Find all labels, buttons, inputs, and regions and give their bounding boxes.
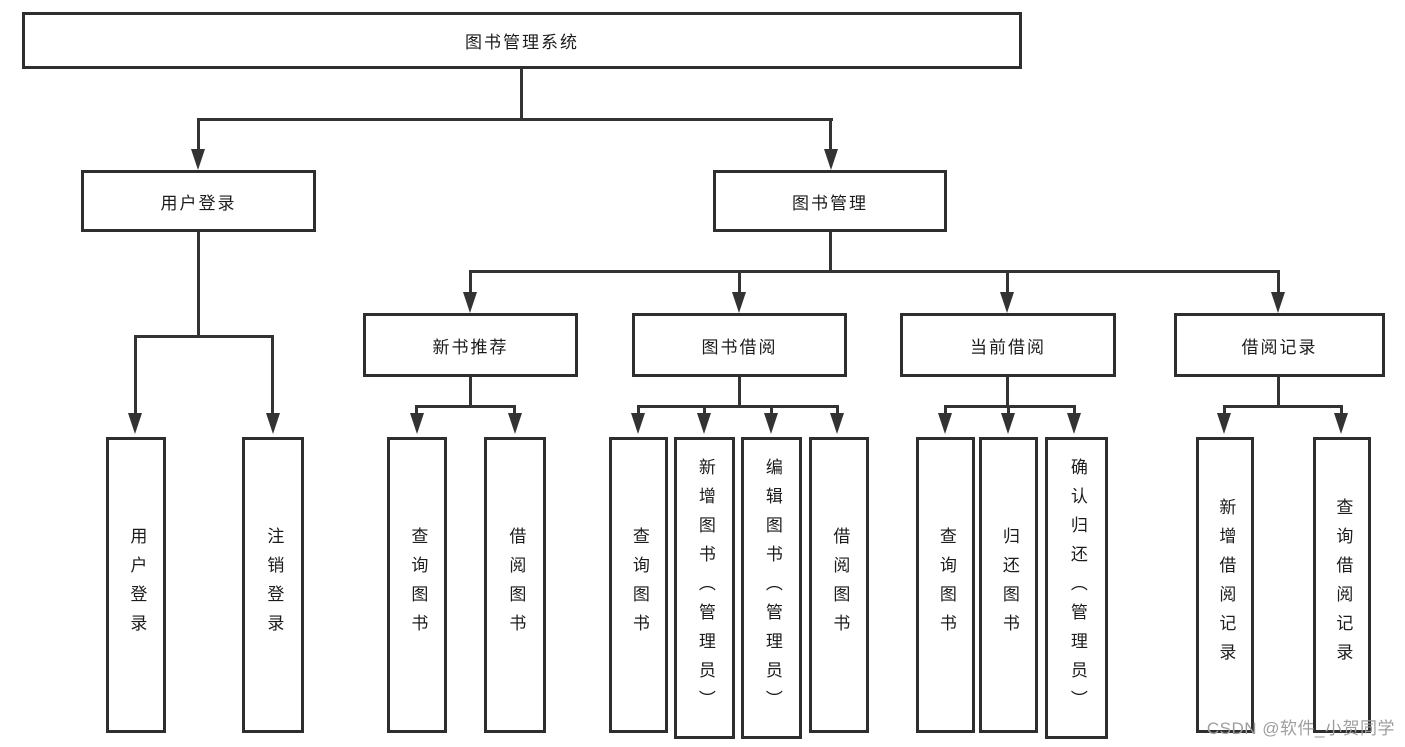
leaf-query-books-recommend-label: 查询图书 [408, 527, 428, 643]
leaf-add-book-admin-label: 新增图书（管理员） [695, 457, 715, 719]
connector-userlogin-stem [197, 232, 200, 335]
leaf-return-books-label: 归还图书 [999, 527, 1019, 643]
connector-currentborrow-bar [944, 405, 1076, 408]
arrow-down-icon [697, 413, 711, 434]
leaf-edit-book-admin: 编辑图书（管理员） [741, 437, 802, 739]
node-borrowing-records: 借阅记录 [1174, 313, 1385, 377]
connector-bookmgmt-stub-3 [1006, 270, 1009, 295]
node-library-system: 图书管理系统 [22, 12, 1022, 69]
leaf-add-borrow-record: 新增借阅记录 [1196, 437, 1254, 733]
leaf-user-login-label: 用户登录 [127, 527, 147, 643]
connector-root-stem [520, 69, 523, 118]
leaf-query-books-recommend: 查询图书 [387, 437, 447, 733]
connector-borrowrecord-stub-2 [1340, 405, 1343, 416]
node-borrowing-records-label: 借阅记录 [1241, 337, 1318, 357]
arrow-down-icon [508, 413, 522, 434]
connector-bookborrow-stub-3 [770, 405, 773, 416]
leaf-add-book-admin: 新增图书（管理员） [674, 437, 735, 739]
node-new-book-recommend: 新书推荐 [363, 313, 578, 377]
connector-newbook-stem [469, 377, 472, 405]
connector-newbook-stub-2 [513, 405, 516, 416]
leaf-borrow-books-recommend: 借阅图书 [484, 437, 546, 733]
connector-borrowrecord-stem [1277, 377, 1280, 405]
connector-borrowrecord-stub-1 [1223, 405, 1226, 416]
connector-newbook-stub-1 [415, 405, 418, 416]
leaf-user-login: 用户登录 [106, 437, 166, 733]
leaf-query-borrow-record: 查询借阅记录 [1313, 437, 1371, 733]
arrow-down-icon [1067, 413, 1081, 434]
arrow-down-icon [732, 292, 746, 313]
leaf-logout: 注销登录 [242, 437, 304, 733]
connector-currentborrow-stem [1006, 377, 1009, 405]
connector-bookmgmt-stub-1 [469, 270, 472, 295]
connector-newbook-bar [416, 405, 516, 408]
arrow-down-icon [1217, 413, 1231, 434]
connector-currentborrow-stub-2 [1007, 405, 1010, 416]
connector-bookmgmt-stub-4 [1277, 270, 1280, 295]
arrow-down-icon [1271, 292, 1285, 313]
arrow-down-icon [764, 413, 778, 434]
connector-userlogin-bar [135, 335, 274, 338]
connector-root-stub-left [197, 118, 200, 150]
connector-bookborrow-bar [637, 405, 839, 408]
connector-root-stub-right [829, 118, 832, 150]
arrow-down-icon [830, 413, 844, 434]
arrow-down-icon [824, 149, 838, 170]
connector-userlogin-stub-1 [134, 335, 137, 415]
node-book-management: 图书管理 [713, 170, 947, 232]
leaf-confirm-return-admin: 确认归还（管理员） [1045, 437, 1108, 739]
node-book-management-label: 图书管理 [792, 193, 868, 213]
leaf-query-books-borrowing-label: 查询图书 [629, 527, 649, 643]
connector-bookmgmt-bar [469, 270, 1280, 273]
leaf-logout-label: 注销登录 [264, 527, 284, 643]
node-book-borrowing-label: 图书借阅 [701, 337, 778, 357]
leaf-add-borrow-record-label: 新增借阅记录 [1216, 498, 1236, 672]
connector-bookborrow-stub-2 [703, 405, 706, 416]
node-new-book-recommend-label: 新书推荐 [432, 337, 509, 357]
node-user-login-label: 用户登录 [160, 193, 237, 213]
arrow-down-icon [1000, 292, 1014, 313]
arrow-down-icon [938, 413, 952, 434]
node-current-borrowing-label: 当前借阅 [970, 337, 1046, 357]
node-current-borrowing: 当前借阅 [900, 313, 1116, 377]
arrow-down-icon [1001, 413, 1015, 434]
connector-userlogin-stub-2 [271, 335, 274, 415]
csdn-watermark: CSDN @软件_小贺同学 [1206, 719, 1395, 738]
leaf-borrow-books-borrowing-label: 借阅图书 [830, 527, 850, 643]
connector-bookborrow-stub-4 [836, 405, 839, 416]
arrow-down-icon [410, 413, 424, 434]
arrow-down-icon [631, 413, 645, 434]
leaf-confirm-return-admin-label: 确认归还（管理员） [1067, 457, 1087, 719]
leaf-query-borrow-record-label: 查询借阅记录 [1333, 498, 1353, 672]
leaf-borrow-books-borrowing: 借阅图书 [809, 437, 869, 733]
connector-borrowrecord-bar [1223, 405, 1343, 408]
connector-root-bar [197, 118, 833, 121]
arrow-down-icon [191, 149, 205, 170]
arrow-down-icon [266, 413, 280, 434]
node-user-login: 用户登录 [81, 170, 316, 232]
connector-bookborrow-stub-1 [637, 405, 640, 416]
connector-currentborrow-stub-3 [1073, 405, 1076, 416]
leaf-query-books-current-label: 查询图书 [936, 527, 956, 643]
connector-bookborrow-stem [738, 377, 741, 405]
leaf-query-books-borrowing: 查询图书 [609, 437, 668, 733]
connector-bookmgmt-stub-2 [738, 270, 741, 295]
leaf-return-books: 归还图书 [979, 437, 1038, 733]
leaf-borrow-books-recommend-label: 借阅图书 [506, 527, 526, 643]
connector-currentborrow-stub-1 [944, 405, 947, 416]
arrow-down-icon [128, 413, 142, 434]
arrow-down-icon [463, 292, 477, 313]
node-book-borrowing: 图书借阅 [632, 313, 847, 377]
leaf-edit-book-admin-label: 编辑图书（管理员） [762, 457, 782, 719]
node-library-system-label: 图书管理系统 [465, 33, 579, 52]
leaf-query-books-current: 查询图书 [916, 437, 975, 733]
connector-bookmgmt-stem [829, 232, 832, 270]
arrow-down-icon [1334, 413, 1348, 434]
